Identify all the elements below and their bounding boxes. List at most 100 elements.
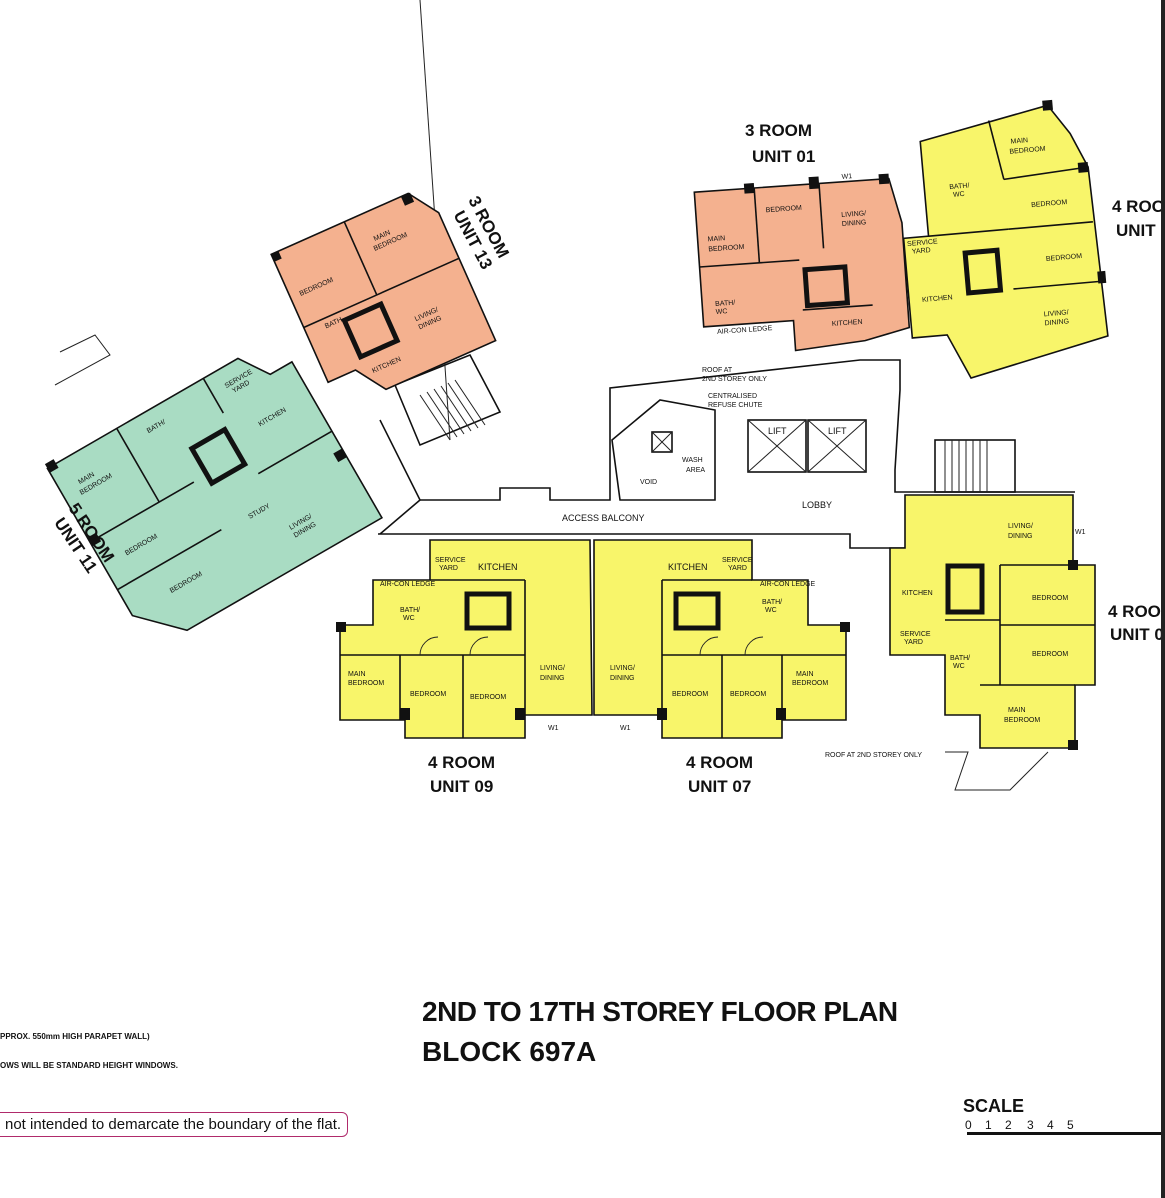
unit-05-bath: BATH/ xyxy=(950,655,970,662)
unit-01-main-bedroom: MAIN xyxy=(707,235,725,243)
unit-03-kitchen: KITCHEN xyxy=(922,294,953,304)
svg-text:WC: WC xyxy=(953,191,965,199)
svg-text:BEDROOM: BEDROOM xyxy=(1004,717,1040,724)
svg-text:DINING: DINING xyxy=(540,675,565,682)
unit-03-bath: BATH/ xyxy=(949,182,970,191)
unit-11: MAIN BEDROOM BEDROOM BEDROOM KITCHEN STU… xyxy=(44,357,384,632)
unit-09-kitchen: KITCHEN xyxy=(478,562,518,572)
unit-01-bedroom: BEDROOM xyxy=(766,205,803,215)
unit-09-main-bedroom: MAIN xyxy=(348,671,366,678)
svg-text:WC: WC xyxy=(403,615,415,622)
svg-text:DINING: DINING xyxy=(1044,318,1069,327)
disclaimer-box: not intended to demarcate the boundary o… xyxy=(0,1112,349,1137)
lift-label-2: LIFT xyxy=(828,426,847,436)
unit-01-kitchen: KITCHEN xyxy=(832,319,863,328)
unit-05-type: 4 ROOM xyxy=(1108,602,1165,621)
svg-text:YARD: YARD xyxy=(728,565,747,572)
svg-text:YARD: YARD xyxy=(439,565,458,572)
roof-2nd-label-east: ROOF AT 2ND STOREY ONLY xyxy=(825,752,922,759)
unit-05-w1: W1 xyxy=(1075,529,1086,536)
scale-tick-3: 3 xyxy=(1027,1118,1034,1132)
unit-09-bath: BATH/ xyxy=(400,607,420,614)
unit-05: LIVING/ DINING W1 KITCHEN SERVICE YARD B… xyxy=(889,494,1096,750)
unit-01: MAIN BEDROOM BEDROOM LIVING/ DINING KITC… xyxy=(693,173,911,352)
unit-03-name: UNIT 0 xyxy=(1116,221,1165,240)
scale-bar: 0 1 2 3 4 5 xyxy=(963,1118,1165,1140)
unit-05-name: UNIT 05 xyxy=(1110,625,1165,644)
unit-07-name: UNIT 07 xyxy=(688,777,751,796)
svg-text:DINING: DINING xyxy=(842,219,867,228)
refuse-chute-label: CENTRALISED xyxy=(708,393,757,400)
unit-05-service-yard: SERVICE xyxy=(900,631,931,638)
unit-07-w1: W1 xyxy=(620,725,631,732)
svg-text:REFUSE CHUTE: REFUSE CHUTE xyxy=(708,402,763,409)
svg-text:WC: WC xyxy=(716,308,728,316)
unit-09-w1: W1 xyxy=(548,725,559,732)
unit-05-bedroom-2: BEDROOM xyxy=(1032,651,1068,658)
unit-03: MAIN BEDROOM BEDROOM BEDROOM LIVING/ DIN… xyxy=(902,99,1109,379)
note-parapet: PPROX. 550mm HIGH PARAPET WALL) xyxy=(0,1032,150,1041)
svg-text:BEDROOM: BEDROOM xyxy=(792,680,828,687)
lift-1: LIFT xyxy=(747,419,807,473)
unit-01-bath: BATH/ xyxy=(715,300,736,308)
unit-03-bedroom-1: BEDROOM xyxy=(1031,199,1068,209)
scale-tick-4: 4 xyxy=(1047,1118,1054,1132)
unit-07-aircon: AIR-CON LEDGE xyxy=(760,581,816,588)
unit-07-kitchen: KITCHEN xyxy=(668,562,708,572)
svg-text:BEDROOM: BEDROOM xyxy=(348,680,384,687)
unit-09: AIR-CON LEDGE SERVICE YARD KITCHEN BATH/… xyxy=(336,539,593,739)
svg-text:WC: WC xyxy=(953,663,965,670)
unit-09-service-yard: SERVICE xyxy=(435,557,466,564)
svg-text:DINING: DINING xyxy=(1008,533,1033,540)
note-windows: OWS WILL BE STANDARD HEIGHT WINDOWS. xyxy=(0,1061,178,1070)
void-label: VOID xyxy=(640,479,657,486)
unit-03-bedroom-2: BEDROOM xyxy=(1046,253,1083,263)
scale-tick-2: 2 xyxy=(1005,1118,1012,1132)
svg-text:WC: WC xyxy=(765,607,777,614)
unit-07-service-yard: SERVICE xyxy=(722,557,753,564)
unit-09-type: 4 ROOM xyxy=(428,753,495,772)
unit-09-bedroom-1: BEDROOM xyxy=(410,691,446,698)
unit-05-main-bedroom: MAIN xyxy=(1008,707,1026,714)
unit-07: AIR-CON LEDGE SERVICE YARD KITCHEN BATH/… xyxy=(593,539,850,739)
unit-03-living: LIVING/ xyxy=(1044,309,1069,318)
scale-tick-5: 5 xyxy=(1067,1118,1074,1132)
unit-05-bedroom-1: BEDROOM xyxy=(1032,595,1068,602)
unit-09-aircon: AIR-CON LEDGE xyxy=(380,581,436,588)
lobby-label: LOBBY xyxy=(802,500,832,510)
svg-text:BEDROOM: BEDROOM xyxy=(1009,146,1046,156)
unit-03-type: 4 ROO xyxy=(1112,197,1165,216)
unit-05-living: LIVING/ xyxy=(1008,523,1033,530)
unit-01-type: 3 ROOM xyxy=(745,121,812,140)
unit-07-bedroom-2: BEDROOM xyxy=(730,691,766,698)
unit-13: MAIN BEDROOM BEDROOM LIVING/ DINING KITC… xyxy=(270,192,497,391)
svg-text:BEDROOM: BEDROOM xyxy=(708,244,745,254)
unit-07-type: 4 ROOM xyxy=(686,753,753,772)
svg-text:YARD: YARD xyxy=(904,639,923,646)
unit-05-kitchen: KITCHEN xyxy=(902,590,933,597)
access-balcony-label: ACCESS BALCONY xyxy=(562,513,645,523)
roof-2nd-label: ROOF AT xyxy=(702,367,733,374)
unit-07-living: LIVING/ xyxy=(610,665,635,672)
svg-text:YARD: YARD xyxy=(912,247,931,256)
scale-line xyxy=(967,1132,1165,1135)
unit-03-main-bedroom: MAIN xyxy=(1010,137,1028,145)
svg-text:DINING: DINING xyxy=(610,675,635,682)
unit-07-main-bedroom: MAIN xyxy=(796,671,814,678)
block-title: BLOCK 697A xyxy=(422,1036,597,1067)
unit-09-name: UNIT 09 xyxy=(430,777,493,796)
scale-label: SCALE xyxy=(963,1096,1025,1116)
unit-01-living: LIVING/ xyxy=(841,210,866,219)
lift-2: LIFT xyxy=(807,419,867,473)
refuse-area: WASH AREA VOID xyxy=(611,399,716,501)
unit-03-service-yard: SERVICE xyxy=(907,238,938,248)
unit-07-bedroom-1: BEDROOM xyxy=(672,691,708,698)
unit-01-aircon: AIR-CON LEDGE xyxy=(717,325,773,336)
unit-09-living: LIVING/ xyxy=(540,665,565,672)
svg-text:2ND STOREY ONLY: 2ND STOREY ONLY xyxy=(702,376,767,383)
svg-text:AREA: AREA xyxy=(686,467,705,474)
stair-east xyxy=(934,439,1016,493)
page-edge xyxy=(1161,0,1165,1198)
plan-title: 2ND TO 17TH STOREY FLOOR PLAN xyxy=(422,996,898,1027)
